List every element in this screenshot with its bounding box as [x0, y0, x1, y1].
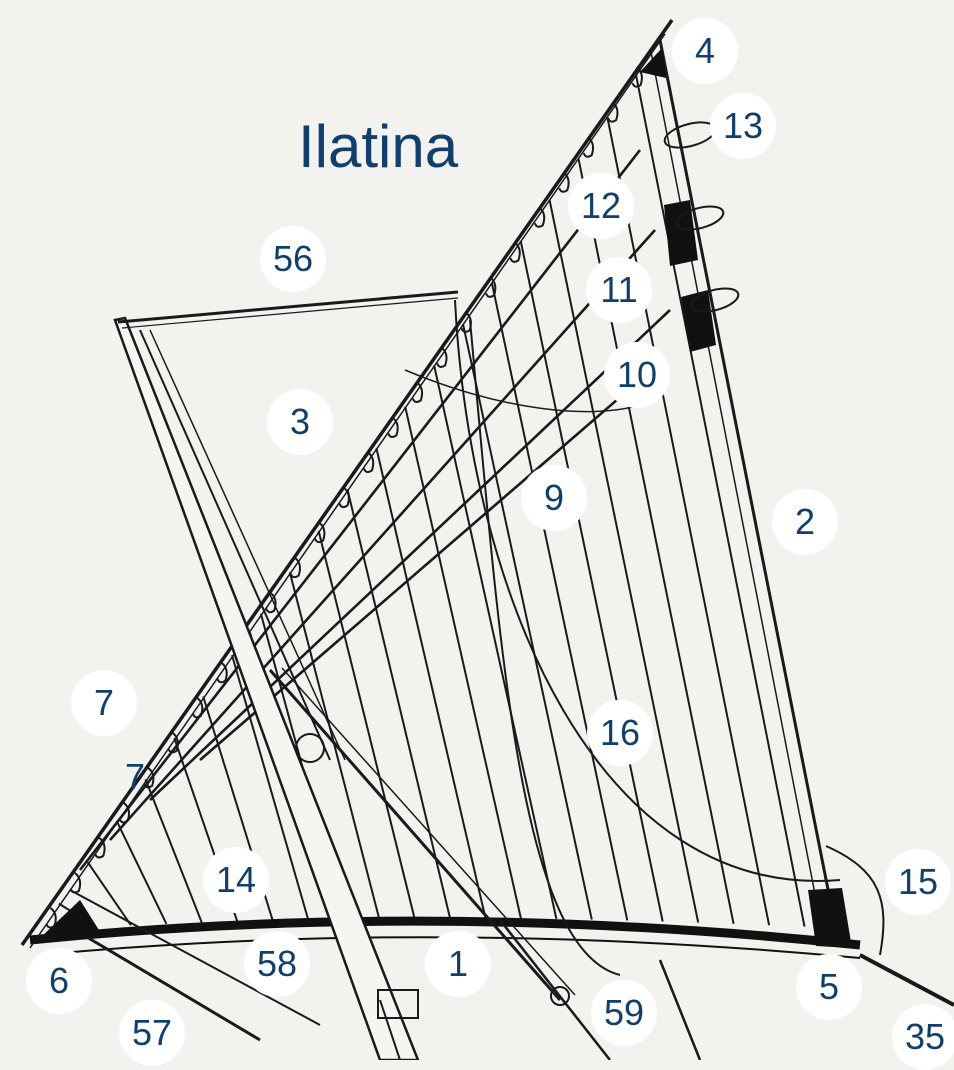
panel-seam	[346, 489, 451, 919]
yard-lashing	[460, 311, 472, 333]
sheet-line-16	[454, 299, 841, 882]
halyard-top	[117, 290, 459, 324]
callout-3: 3	[267, 389, 333, 455]
callout-7-secondary: 7	[124, 756, 146, 797]
panel-seam	[635, 75, 806, 927]
yard-lashing	[314, 521, 326, 544]
sail-leech	[658, 39, 838, 931]
block-59	[550, 986, 570, 1006]
mast-fitting-line	[379, 999, 401, 1060]
callout-58: 58	[244, 931, 310, 997]
yard-lashing	[94, 837, 106, 859]
mast	[113, 316, 420, 1060]
callout-59: 59	[591, 980, 657, 1046]
callout-14: 14	[203, 847, 269, 913]
line-57b	[69, 889, 321, 1026]
mast-fitting	[377, 989, 419, 1019]
yard-lashing	[265, 591, 277, 614]
yard-lashing	[607, 101, 619, 123]
panel-seam	[86, 861, 132, 926]
panel-seam	[404, 406, 522, 919]
yard-lashing	[216, 661, 228, 684]
cringle-11	[690, 287, 740, 313]
callout-2: 2	[772, 489, 838, 555]
panel-seam	[144, 779, 203, 923]
reef-line-9	[404, 369, 641, 413]
reef-line	[109, 229, 656, 841]
yard-lashing	[362, 451, 375, 474]
reef-line	[78, 149, 642, 871]
yard-lashing	[338, 486, 350, 509]
mast-spar	[139, 329, 331, 761]
reef-line	[149, 309, 671, 801]
clew-patch	[808, 888, 852, 948]
panel-seam	[462, 323, 593, 920]
tack-patch	[40, 900, 104, 938]
halyard-top-inner	[121, 297, 459, 329]
yard-lashing	[558, 171, 570, 193]
yard-lashing	[411, 381, 424, 403]
yard-lashing	[192, 696, 204, 719]
reef-patch-2	[681, 290, 716, 352]
panel-seam	[317, 530, 416, 919]
callout-5: 5	[796, 954, 862, 1020]
callout-12: 12	[568, 173, 634, 239]
panel-seam	[433, 365, 558, 920]
callout-56: 56	[260, 226, 326, 292]
yard-lashing	[143, 767, 155, 789]
yard-lashing	[631, 66, 643, 88]
callout-57: 57	[119, 1000, 185, 1066]
callout-4: 4	[672, 18, 738, 84]
yard-lashing	[533, 206, 546, 228]
panel-seam	[231, 654, 310, 920]
callout-1: 1	[425, 931, 491, 997]
yard-lashing	[509, 241, 521, 263]
reef-patch-1	[664, 200, 698, 266]
yard-lashing	[118, 802, 131, 824]
yard-lashing	[167, 731, 179, 754]
sheet-59c	[658, 959, 702, 1060]
callout-10: 10	[604, 342, 670, 408]
callout-15: 15	[885, 849, 951, 915]
panel-seam	[375, 447, 487, 919]
brace-59	[268, 669, 562, 1001]
tack-35	[859, 953, 954, 1007]
callout-13: 13	[710, 93, 776, 159]
callout-9: 9	[521, 465, 587, 531]
yard	[20, 18, 674, 947]
mast-ring	[295, 733, 325, 763]
sheet-line-16b	[469, 319, 621, 976]
head-patch	[640, 48, 666, 78]
brace-59b	[281, 667, 576, 996]
sail-leech-inner	[650, 51, 823, 931]
yard-lashing	[582, 136, 595, 158]
yard-lashing	[289, 556, 301, 579]
diagram-title: Ilatina	[298, 113, 459, 180]
yard-lashing	[436, 346, 448, 368]
yard-lashings	[45, 66, 643, 929]
yard-lashing	[387, 416, 399, 439]
callout-7: 7	[71, 670, 137, 736]
callout-11: 11	[586, 257, 652, 323]
clew-line-15	[825, 845, 885, 956]
line-57	[74, 928, 261, 1042]
mast-spar-2	[149, 329, 346, 761]
cringle-12	[675, 205, 725, 231]
callout-35: 35	[892, 1004, 954, 1070]
callout-16: 16	[587, 700, 653, 766]
sheet-59d	[499, 919, 611, 1060]
yard-lashing	[485, 276, 497, 298]
callout-6: 6	[26, 948, 92, 1014]
panel-seam	[115, 820, 168, 925]
